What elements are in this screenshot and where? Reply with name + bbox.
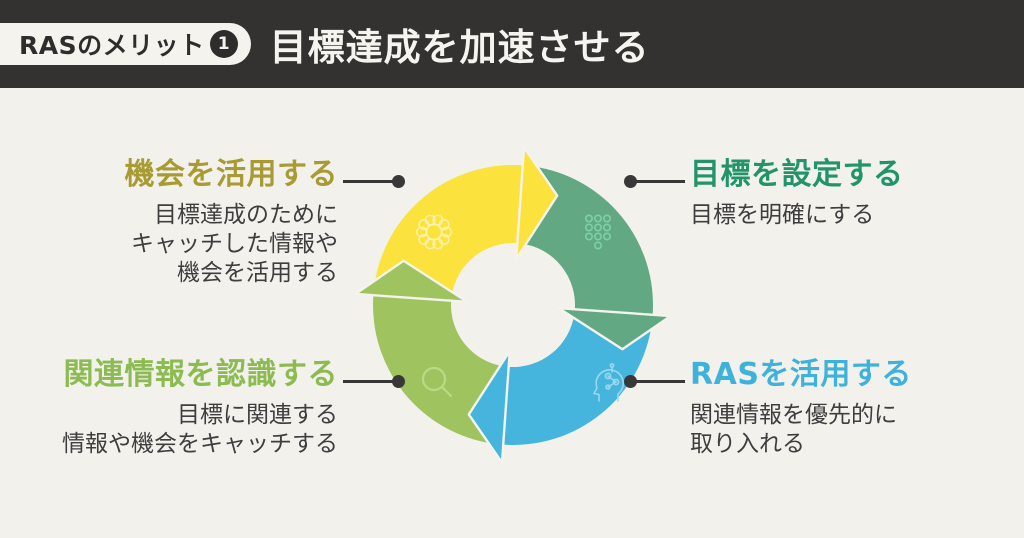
step-set-goal: 目標を設定する 目標を明確にする	[690, 156, 904, 230]
dots-grid-icon	[585, 214, 612, 250]
connector-line-top-right	[628, 180, 685, 183]
connector-line-bottom-right	[628, 380, 685, 383]
page-title: 目標達成を加速させる	[269, 26, 650, 69]
step-use-opportunities: 機会を活用する 目標達成のために キャッチした情報や 機会を活用する	[125, 156, 339, 288]
connector-dot-bottom-left	[392, 375, 405, 388]
flower-icon	[416, 214, 453, 250]
merit-badge-label: RASのメリット	[19, 31, 205, 60]
step-title: RASを活用する	[690, 357, 912, 392]
search-icon	[421, 366, 453, 398]
merit-badge: RASのメリット 1	[0, 23, 251, 65]
step-description: 目標に関連する 情報や機会をキャッチする	[62, 401, 338, 457]
step-title: 目標を設定する	[690, 157, 904, 192]
connector-dot-bottom-right	[624, 375, 637, 388]
step-description: 目標達成のために キャッチした情報や 機会を活用する	[131, 201, 338, 286]
step-title: 関連情報を認識する	[63, 357, 338, 392]
cycle-diagram	[354, 146, 672, 464]
step-description: 関連情報を優先的に 取り入れる	[690, 401, 897, 457]
connector-dot-top-left	[392, 175, 405, 188]
connector-line-bottom-left	[343, 380, 400, 383]
step-title: 機会を活用する	[124, 157, 338, 192]
step-use-ras: RASを活用する 関連情報を優先的に 取り入れる	[690, 356, 912, 459]
merit-badge-number-icon: 1	[209, 30, 238, 58]
step-recognize-info: 関連情報を認識する 目標に関連する 情報や機会をキャッチする	[62, 356, 338, 459]
connector-line-top-left	[343, 180, 400, 183]
step-description: 目標を明確にする	[690, 201, 875, 228]
header-banner: RASのメリット 1 目標達成を加速させる	[0, 0, 1024, 88]
connector-dot-top-right	[624, 175, 637, 188]
ai-head-icon	[593, 363, 624, 402]
